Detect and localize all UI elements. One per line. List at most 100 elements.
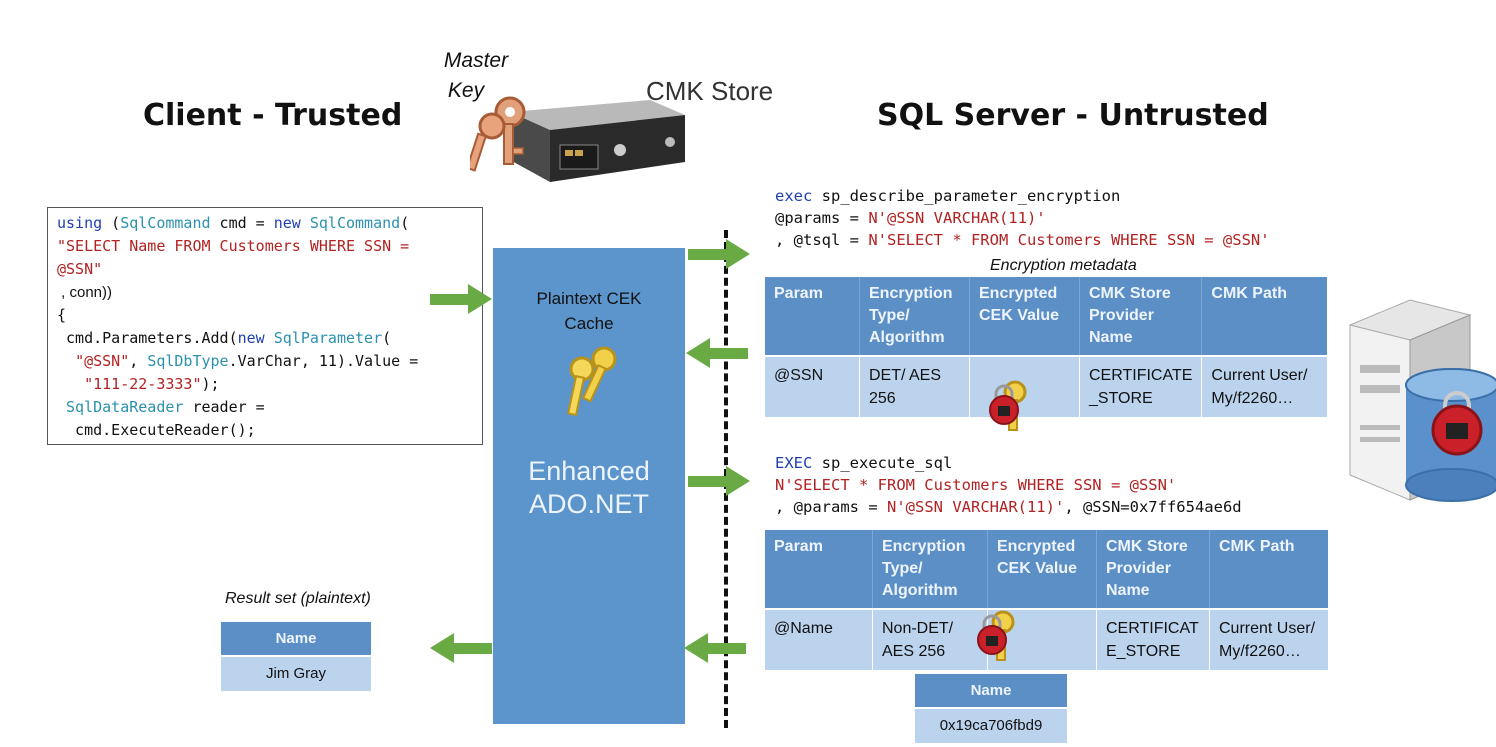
code-token: ); xyxy=(201,375,220,393)
server-result-header: Name xyxy=(915,674,1067,707)
code-line: , @tsql = N'SELECT * FROM Customers WHER… xyxy=(775,229,1270,251)
cmk-store-label: CMK Store xyxy=(646,76,774,106)
cell-encrypted-cek xyxy=(969,355,1080,417)
header-text: CEK Value xyxy=(979,307,1060,324)
cell-param: @SSN xyxy=(765,355,860,417)
arrow-right-icon xyxy=(688,239,750,269)
header-text: Param xyxy=(774,285,823,302)
arrow-right-icon xyxy=(430,284,492,314)
arrow-left-icon xyxy=(430,633,492,663)
code-token: = xyxy=(840,231,869,249)
arrow-left-icon xyxy=(684,633,746,663)
server-result-table: Name 0x19ca706fbd9 xyxy=(915,674,1067,743)
code-token: new xyxy=(237,329,265,347)
code-token: , @params xyxy=(775,498,859,516)
code-token: , xyxy=(129,352,148,370)
code-token: ( xyxy=(382,329,392,347)
code-token: N'SELECT * FROM Customers WHERE SSN = @S… xyxy=(868,231,1270,249)
code-line: { xyxy=(57,306,67,324)
header-text: Type/ xyxy=(882,560,923,577)
enhanced-ado-net-label: Enhanced ADO.NET xyxy=(493,455,685,521)
arrow-left-icon xyxy=(686,338,748,368)
cell-text: Non-DET/ xyxy=(882,620,954,637)
master-key-icon xyxy=(470,96,526,172)
code-line: N'SELECT * FROM Customers WHERE SSN = @S… xyxy=(775,476,1177,494)
encrypted-key-lock-icon xyxy=(989,380,1027,431)
header-text: Encryption xyxy=(869,285,953,302)
client-result-value: Jim Gray xyxy=(221,655,371,691)
result-set-label: Result set (plaintext) xyxy=(225,590,371,607)
code-token: using xyxy=(57,214,103,232)
code-line: @SSN" xyxy=(57,258,482,281)
cell-text: @SSN xyxy=(774,367,824,384)
code-token: @params xyxy=(775,209,841,227)
header-text: Encrypted xyxy=(997,538,1076,555)
master-key-label: Master Key xyxy=(436,46,516,106)
header-text: CMK Store xyxy=(1106,538,1188,555)
code-line: using (SqlCommand cmd = new SqlCommand( xyxy=(57,212,482,235)
header-text: Algorithm xyxy=(869,329,945,346)
code-line: , @params = N'@SSN VARCHAR(11)', @SSN=0x… xyxy=(775,496,1242,518)
client-code-box: using (SqlCommand cmd = new SqlCommand( … xyxy=(47,207,483,445)
code-line: "@SSN", SqlDbType.VarChar, 11).Value = xyxy=(57,350,482,373)
code-line: "111-22-3333"); xyxy=(57,373,482,396)
cek-keys-icon xyxy=(567,346,617,417)
code-token: N'@SSN VARCHAR(11)' xyxy=(868,209,1046,227)
code-token: N'@SSN VARCHAR(11)' xyxy=(887,498,1065,516)
code-token: ( xyxy=(400,214,410,232)
arrow-right-icon xyxy=(688,466,750,496)
code-token: ( xyxy=(102,214,121,232)
code-token: cmd.Parameters.Add( xyxy=(57,329,238,347)
cell-cmk-path: Current User/My/f2260… xyxy=(1201,355,1327,417)
code-token: @SSN xyxy=(57,260,94,278)
code-line: "SELECT Name FROM Customers WHERE SSN = xyxy=(57,237,410,255)
header-cmk-path: CMK Path xyxy=(1209,530,1328,609)
cell-text: 256 xyxy=(869,390,896,407)
server-title: SQL Server - Untrusted xyxy=(877,98,1269,133)
ado-name-line: ADO.NET xyxy=(528,489,649,519)
master-key-label-line: Master xyxy=(443,49,509,72)
header-text: Type/ xyxy=(869,307,910,324)
plaintext-cek-cache-label: Plaintext CEK Cache xyxy=(493,286,685,336)
cell-text: My/f2260… xyxy=(1219,643,1301,660)
header-text: Name xyxy=(1106,582,1150,599)
code-token: new xyxy=(273,214,301,232)
ado-net-column xyxy=(493,248,685,724)
header-text: CMK Path xyxy=(1219,538,1295,555)
cell-cmk-store-provider: CERTIFICATE_STORE xyxy=(1079,355,1203,417)
cell-text: AES 256 xyxy=(882,643,946,660)
client-title: Client - Trusted xyxy=(143,98,403,133)
cell-text: My/f2260… xyxy=(1211,390,1294,407)
code-token: "111-22-3333" xyxy=(84,375,202,393)
code-token: SqlCommand xyxy=(309,214,401,232)
code-line: cmd.Parameters.Add(new SqlParameter( xyxy=(57,327,482,350)
sql-server-database-icon xyxy=(1348,299,1496,502)
cell-text: Current User/ xyxy=(1219,620,1316,637)
code-token: "@SSN" xyxy=(75,352,130,370)
code-token: .VarChar, 11).Value = xyxy=(228,352,419,370)
header-text: Name xyxy=(1089,329,1133,346)
execute-call-code: EXEC sp_execute_sql N'SELECT * FROM Cust… xyxy=(775,452,1242,518)
cache-label-line: Plaintext CEK xyxy=(536,289,642,308)
code-token: SqlDataReader xyxy=(66,398,184,416)
code-token: sp_describe_parameter_encryption xyxy=(812,187,1121,205)
cell-text: @Name xyxy=(774,620,833,637)
code-token: = xyxy=(859,498,887,516)
client-result-header: Name xyxy=(221,622,371,655)
client-result-table: Name Jim Gray xyxy=(221,622,371,691)
code-token: SqlCommand xyxy=(120,214,211,232)
code-line: exec sp_describe_parameter_encryption xyxy=(775,185,1270,207)
